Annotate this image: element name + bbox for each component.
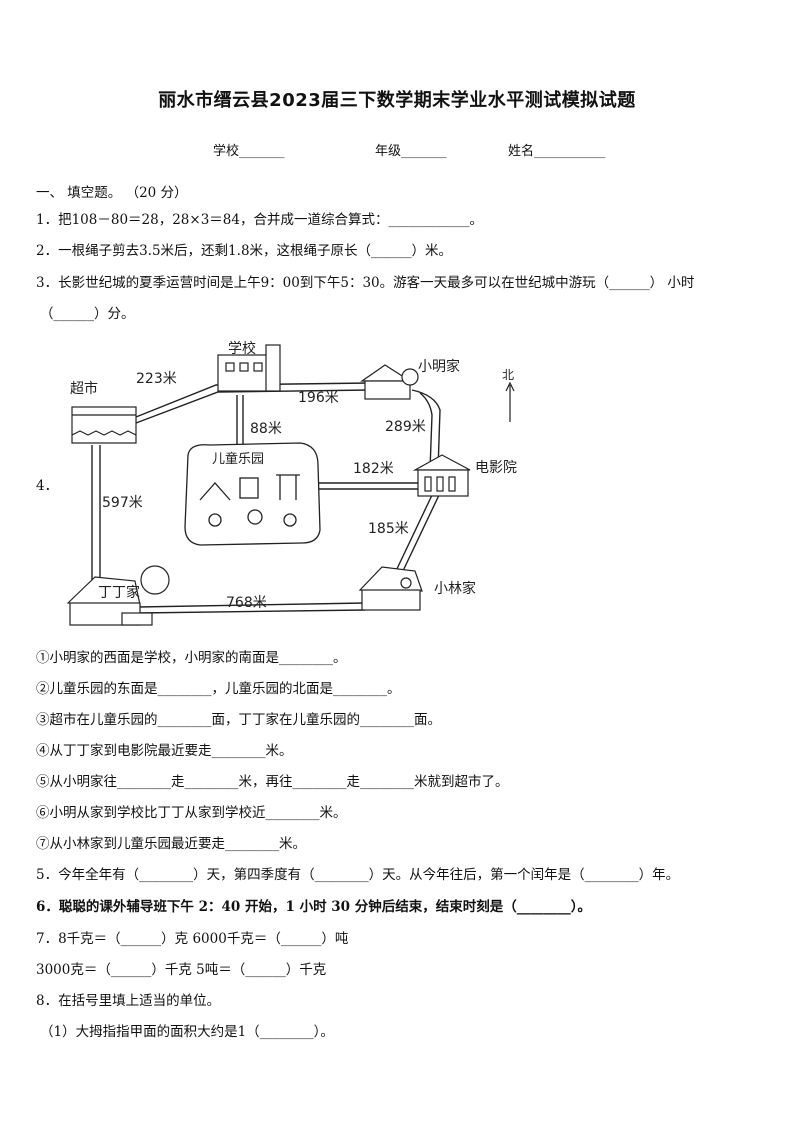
school-field: 学校_______: [213, 144, 285, 159]
distance-supermarket-school: 223米: [136, 371, 177, 387]
cinema-building: [412, 454, 471, 497]
playground-area: [184, 442, 321, 546]
map-illustration: 学校 超市 小明家 北 电影院 儿童乐园 丁丁家: [66, 340, 517, 626]
question-8-sub-1: （1）大拇指指甲面的面积大约是1（________）。: [40, 1024, 334, 1040]
question-3-line-1: 3．长影世纪城的夏季运营时间是上午9：00到下午5：30。游客一天最多可以在世纪…: [36, 275, 695, 291]
map-label-xiaolin-home: 小林家: [434, 580, 476, 597]
supermarket-building: [71, 406, 137, 444]
xiaoming-house: [360, 364, 419, 400]
page-title: 丽水市缙云县2023届三下数学期末学业水平测试模拟试题: [158, 90, 636, 111]
question-1: 1．把108－80＝28，28×3＝84，合并成一道综合算式：_________…: [36, 212, 483, 228]
question-3-line-2: （______）分。: [40, 306, 135, 322]
distance-school-playground: 88米: [250, 421, 282, 437]
question-6: 6．聪聪的课外辅导班下午 2：40 开始，1 小时 30 分钟后结束，结束时刻是…: [36, 899, 592, 915]
distance-supermarket-dingding: 597米: [102, 495, 143, 511]
question-8: 8．在括号里填上适当的单位。: [36, 993, 221, 1009]
question-4-number: 4．: [36, 478, 59, 494]
name-field: 姓名___________: [508, 144, 606, 159]
q4-sub-6: ⑥小明从家到学校比丁丁从家到学校近________米。: [36, 805, 347, 821]
map-label-xiaoming-home: 小明家: [418, 358, 460, 375]
map-label-dingding-home: 丁丁家: [98, 584, 140, 601]
distance-dingding-xiaolin: 768米: [226, 595, 267, 611]
question-7-line-2: 3000克＝（______）千克 5吨＝（______）千克: [36, 962, 327, 978]
distance-xiaoming-cinema: 289米: [385, 419, 426, 435]
map-label-supermarket: 超市: [70, 380, 98, 397]
q4-sub-5: ⑤从小明家往________走________米，再往________走____…: [36, 774, 509, 790]
map-label-playground: 儿童乐园: [212, 451, 264, 467]
question-2: 2．一根绳子剪去3.5米后，还剩1.8米，这根绳子原长（______）米。: [36, 243, 453, 259]
q4-sub-1: ①小明家的西面是学校，小明家的南面是________。: [36, 650, 347, 666]
question-7-line-1: 7．8千克＝（______）克 6000千克＝（______）吨: [36, 931, 349, 947]
q4-sub-7: ⑦从小林家到儿童乐园最近要走________米。: [36, 836, 306, 852]
xiaolin-house: [358, 566, 423, 611]
q4-sub-2: ②儿童乐园的东面是________，儿童乐园的北面是________。: [36, 681, 401, 697]
dingding-house: [66, 565, 170, 626]
section-heading: 一、 填空题。 （20 分）: [36, 185, 188, 201]
school-building: [217, 344, 281, 392]
map-label-cinema: 电影院: [475, 460, 517, 476]
grade-field: 年级_______: [375, 144, 447, 159]
north-arrow-head: [505, 381, 515, 392]
map-label-school: 学校: [228, 340, 256, 357]
q4-sub-3: ③超市在儿童乐园的________面，丁丁家在儿童乐园的________面。: [36, 712, 441, 728]
distance-playground-cinema: 182米: [353, 461, 394, 477]
question-5: 5．今年全年有（________）天，第四季度有（________）天。从今年往…: [36, 867, 680, 883]
map-label-north: 北: [502, 368, 514, 382]
distance-cinema-xiaolin: 185米: [368, 521, 409, 537]
distance-school-xiaoming: 196米: [298, 390, 339, 406]
q4-sub-4: ④从丁丁家到电影院最近要走________米。: [36, 743, 293, 759]
